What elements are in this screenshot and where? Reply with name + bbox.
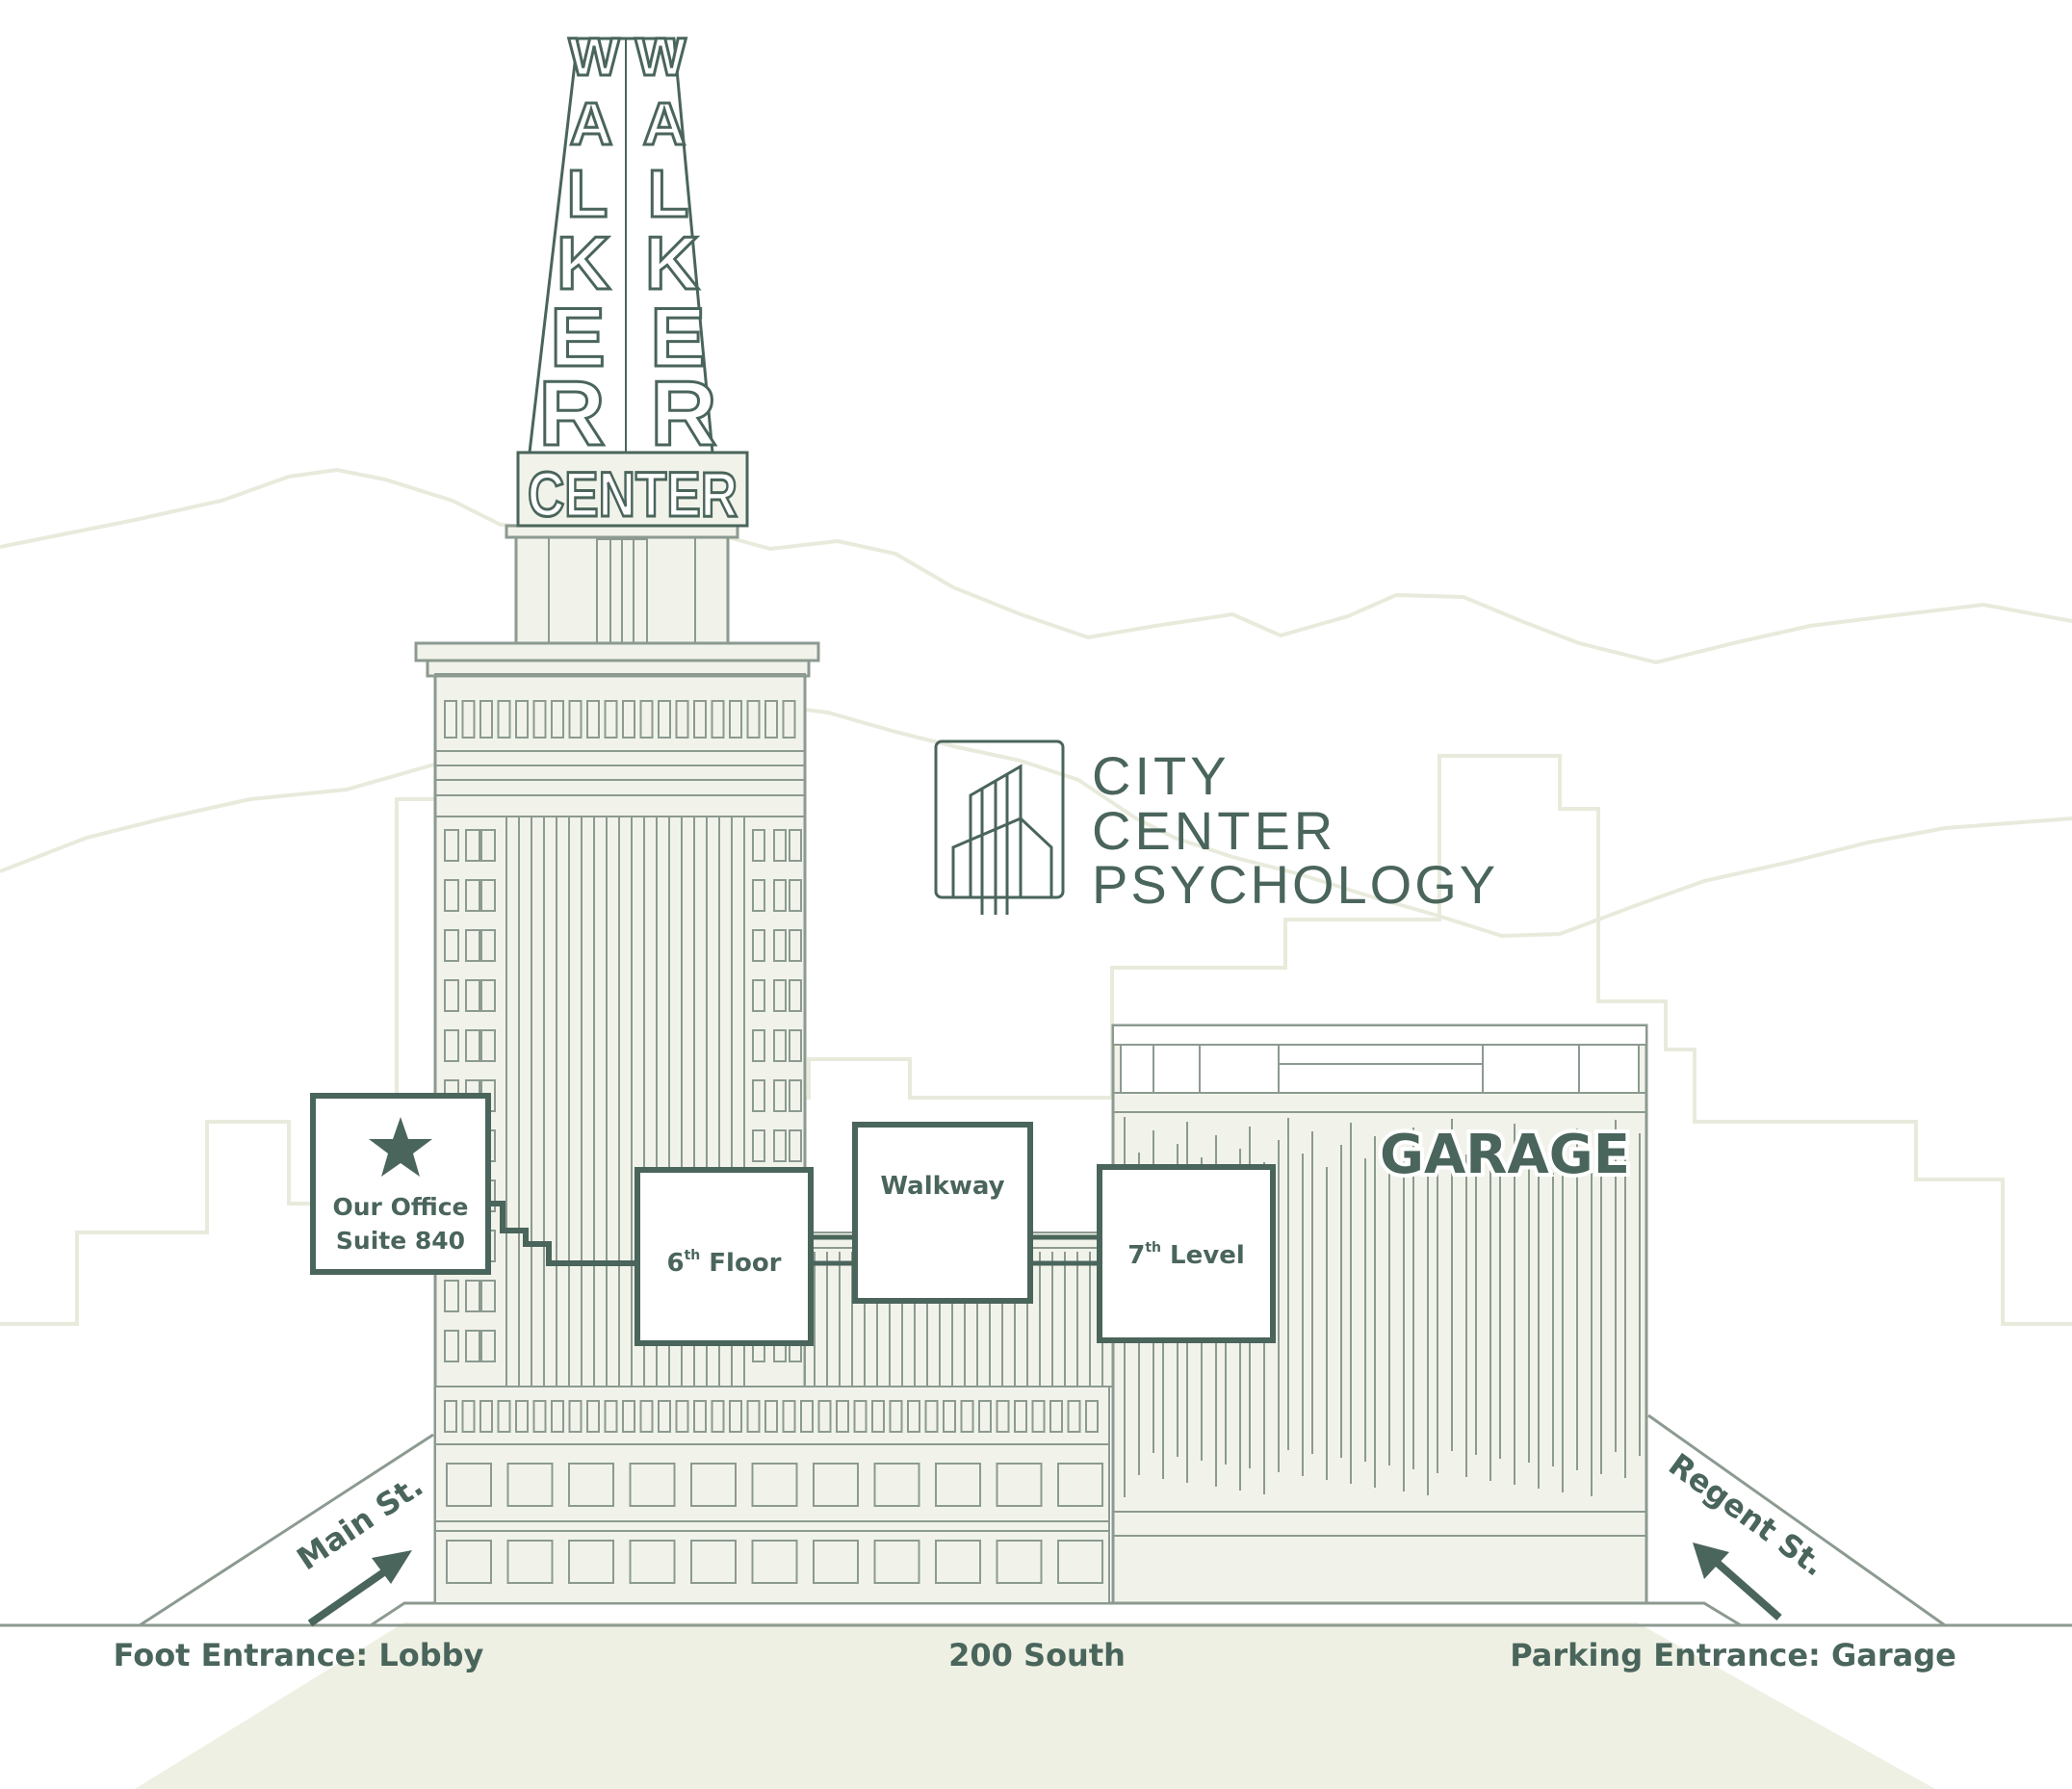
tower-sign-letter: E [650,292,705,384]
tower-sign-letter: R [650,362,716,465]
tower-sign-letter: L [567,156,609,231]
sidewalk [365,1601,1747,1627]
main-st-arrow-icon [307,1550,412,1627]
mountain-line-back [0,467,2072,665]
tower-sign-center: CENTER [528,458,738,530]
skyline-outline [0,754,2072,1326]
regent-st-arrow-icon [1693,1543,1782,1620]
tower-sign-letter: A [570,91,613,158]
seventh-level-label: 7th Level [1127,1240,1245,1270]
logo-line-3: PSYCHOLOGY [1092,854,1498,915]
our-office-box[interactable]: Our Office Suite 840 [310,1093,491,1275]
base-band-windows [444,1400,1099,1433]
regent-st-curb [1647,1413,1946,1627]
tower-sign-letter: R [538,362,605,465]
logo-line-2: CENTER [1092,800,1336,861]
mountain-line-front [0,700,2072,939]
sixth-floor-box[interactable]: 6th Floor [635,1167,814,1346]
road-ground [135,1622,1935,1789]
garage-label: GARAGE [1380,1124,1630,1186]
main-st-curb [139,1433,434,1627]
tower-top-windows [444,700,796,739]
city-buildings-logo-icon [934,739,1065,915]
spire [505,37,749,645]
office-line-2: Suite 840 [336,1227,465,1255]
tower-sign-letter: A [643,91,686,158]
base-panels [446,1463,1103,1584]
office-line-1: Our Office [333,1193,469,1221]
logo-line-1: CITY [1092,745,1230,806]
city-center-psychology-logo: CITY CENTER PSYCHOLOGY [934,739,1498,915]
tower-sign-letter: W [635,26,686,87]
tower-sign-letter: L [648,156,689,231]
foot-entrance-label: Foot Entrance: Lobby [114,1637,484,1673]
street-200-south-label: 200 South [948,1637,1126,1673]
star-icon [369,1117,432,1177]
walkway-label: Walkway [880,1172,1004,1201]
route-path [489,1201,1098,1266]
sixth-floor-label: 6th Floor [666,1248,781,1278]
regent-st-label: Regent St. [1662,1446,1832,1584]
tower-sign-letter: W [569,26,620,87]
tower-sign-letter: K [557,220,610,305]
walkway-box[interactable]: Walkway [852,1122,1033,1304]
parking-entrance-label: Parking Entrance: Garage [1510,1637,1956,1673]
tower-sign-letter: E [550,292,605,384]
seventh-level-box[interactable]: 7th Level [1097,1164,1276,1343]
tower-sign-letter: K [645,220,699,305]
